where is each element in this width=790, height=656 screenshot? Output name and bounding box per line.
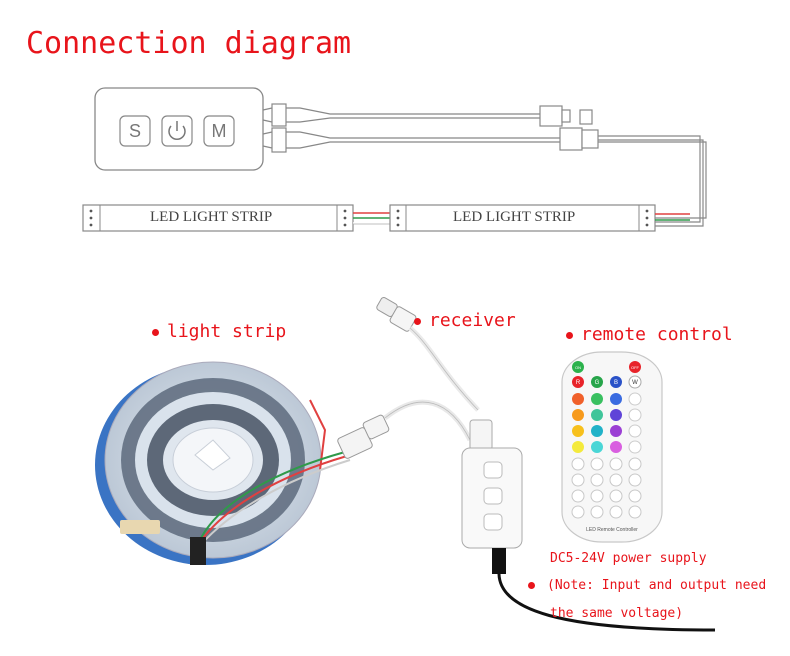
strip-1-label: LED LIGHT STRIP xyxy=(150,209,273,225)
strip2-out-wires xyxy=(655,213,690,221)
strip-end-connector xyxy=(190,537,206,565)
diagram-title: Connection diagram xyxy=(26,26,352,61)
strip-2-label: LED LIGHT STRIP xyxy=(453,209,576,225)
controller-button-m: M xyxy=(203,115,235,147)
remote-b-label: B xyxy=(614,380,618,386)
power-note-line3: the same voltage) xyxy=(550,606,684,621)
remote-r-label: R xyxy=(576,380,581,386)
bullet-dot-icon xyxy=(528,582,535,589)
bullet-dot-icon xyxy=(414,317,421,325)
controller-module xyxy=(461,419,716,632)
remote-control-label: remote control xyxy=(566,324,733,345)
remote-on-label: ON xyxy=(575,365,581,370)
led-strip-1 xyxy=(82,204,354,232)
bullet-dot-icon xyxy=(152,328,159,336)
power-note-line2: (Note: Input and output need xyxy=(528,578,766,593)
controller-cable xyxy=(383,399,473,442)
product-photo-illustration: LED Remote Controller ON OFF R G B W xyxy=(95,297,716,632)
strip-connector xyxy=(337,414,390,459)
bullet-dot-icon xyxy=(566,331,573,339)
remote-function-grid xyxy=(571,457,642,519)
controller-button-s: S xyxy=(119,115,151,147)
receiver-cable xyxy=(262,103,571,127)
controller-button-power xyxy=(161,115,193,147)
remote-control: LED Remote Controller xyxy=(561,351,663,543)
strip-lead-wires xyxy=(195,399,351,551)
remote-color-grid xyxy=(572,392,642,454)
remote-footer-label: LED Remote Controller xyxy=(586,527,638,533)
remote-off-label: OFF xyxy=(631,365,640,370)
button-s-label: S xyxy=(129,121,141,141)
led-strip-2 xyxy=(389,204,656,232)
receiver-module xyxy=(376,297,480,412)
inter-strip-wires xyxy=(353,212,390,225)
receiver-label: receiver xyxy=(414,310,516,331)
strip-cable xyxy=(262,109,707,227)
connection-line-diagram: S M xyxy=(82,87,707,232)
led-strip-reel xyxy=(95,361,322,565)
power-supply-line: DC5-24V power supply xyxy=(550,551,707,566)
remote-g-label: G xyxy=(595,380,600,386)
light-strip-label: light strip xyxy=(152,321,286,342)
remote-w-label: W xyxy=(632,380,638,386)
button-m-label: M xyxy=(212,121,227,141)
power-icon xyxy=(168,125,186,141)
